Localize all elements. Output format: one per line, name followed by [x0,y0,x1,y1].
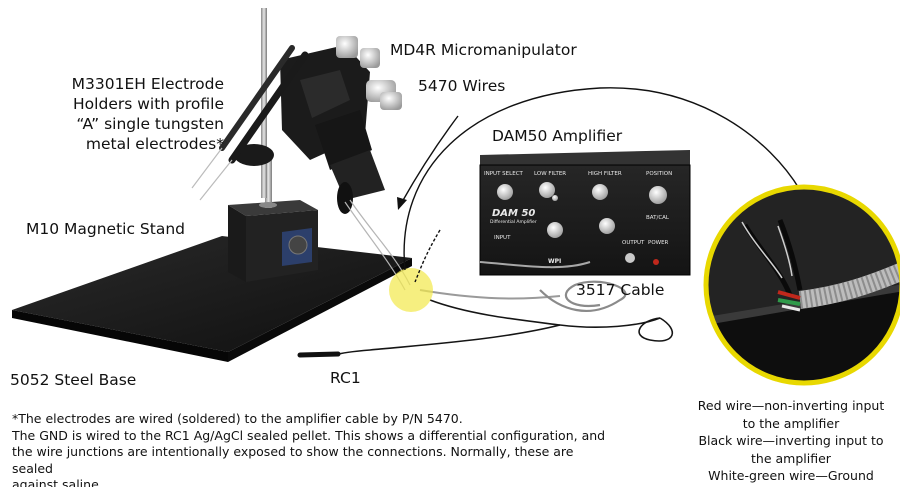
amp-batcal-label: BAT/CAL [646,215,669,221]
cable-label: 3517 Cable [576,281,665,299]
amplifier [479,150,691,276]
wire-legend-line-3: Black wire—inverting input to [698,433,884,448]
amp-output-label: OUTPUT [622,240,645,246]
reference-label: RC1 [330,369,361,387]
footnote-line-1: *The electrodes are wired (soldered) to … [12,411,463,426]
footnote-line-4: against saline. [12,477,103,487]
amp-power-label: POWER [648,240,669,246]
wire-legend-line-4: the amplifier [751,450,831,466]
magnetic-stand [228,150,318,282]
micromanipulator-label: MD4R Micromanipulator [390,41,577,59]
wire-legend: Red wire—non-inverting input to the ampl… [688,397,894,485]
amp-input-label: INPUT [494,235,511,241]
amp-brand-logo: WPI [548,258,562,265]
electrode-holders-line-3: “A” single tungsten [76,115,224,133]
micromanipulator [234,36,402,214]
amp-position-label: POSITION [646,171,673,177]
junction-highlight [389,268,433,312]
amplifier-label: DAM50 Amplifier [492,127,623,145]
electrode-holders-line-1: M3301EH Electrode [71,75,224,93]
amp-low-filter-label: LOW FILTER [534,171,567,177]
footnote-line-3: the wire junctions are intentionally exp… [12,444,574,476]
electrode-holders-label: M3301EH Electrode Holders with profile “… [44,74,224,154]
electrode-holders-line-2: Holders with profile [73,95,224,113]
wire-legend-line-2: to the amplifier [742,415,840,431]
wire-legend-line-1: Red wire—non-inverting input [697,398,885,413]
stand-rod [261,8,267,198]
electrode-holders-line-4: metal electrodes* [85,135,224,153]
amp-subtitle-label: Differential Amplifier [490,220,537,225]
amp-high-filter-label: HIGH FILTER [588,171,622,177]
wire-legend-line-5: White-green wire—Ground [708,468,874,483]
steel-base [12,236,412,362]
steel-base-label: 5052 Steel Base [10,371,137,389]
wires-label: 5470 Wires [418,77,506,95]
footnote-line-2: The GND is wired to the RC1 Ag/AgCl seal… [12,427,606,443]
amp-model-label: DAM 50 [492,208,536,219]
footnote: *The electrodes are wired (soldered) to … [12,411,612,487]
electrode-holders [191,45,309,201]
amp-input-select-label: INPUT SELECT [484,171,523,177]
magnetic-stand-label: M10 Magnetic Stand [26,220,186,238]
zoom-inset [703,184,900,386]
